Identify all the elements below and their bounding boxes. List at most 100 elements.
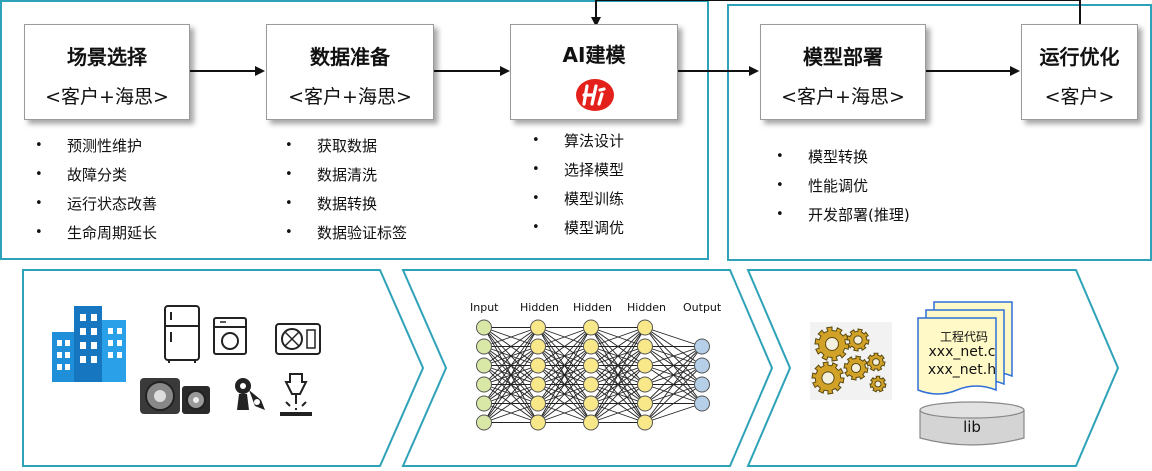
gear-hub — [874, 380, 882, 388]
list-item: 获取数据 — [285, 136, 407, 165]
nn-node — [637, 357, 653, 374]
list-item: 故障分类 — [35, 165, 157, 194]
nn-node — [583, 395, 599, 412]
stage-title: 数据准备 — [310, 45, 390, 69]
stage-box-optimize[interactable]: 运行优化 <客户> — [1021, 24, 1138, 120]
arrow-feedback-loop — [591, 0, 1081, 27]
list-item: 运行状态改善 — [35, 194, 157, 223]
stage-list-deploy: 模型转换 性能调优 开发部署(推理) — [776, 147, 910, 234]
stage-list-data: 获取数据 数据清洗 数据转换 数据验证标签 — [285, 136, 407, 252]
nn-node — [694, 395, 710, 412]
stage-title: 运行优化 — [1039, 45, 1120, 69]
robot-arm-icon — [235, 378, 265, 410]
gear-hub — [821, 371, 835, 385]
gear-hub — [825, 337, 839, 351]
nn-node — [476, 414, 492, 431]
nn-node — [476, 319, 492, 336]
nn-edge — [537, 327, 592, 385]
nn-edge — [590, 327, 646, 385]
nn-node — [583, 357, 599, 374]
lib-label: lib — [963, 418, 981, 436]
stage-owner: <客户+海思> — [45, 86, 169, 108]
nn-node — [583, 376, 599, 393]
stage-title: 场景选择 — [67, 45, 147, 69]
nn-edge — [483, 327, 539, 385]
list-item: 数据转换 — [285, 194, 407, 223]
nn-layer-label: Input — [470, 301, 499, 314]
motor-icon — [140, 378, 210, 414]
nn-edge — [537, 346, 592, 423]
nn-edge — [537, 327, 592, 423]
code-file-label: 工程代码 — [939, 330, 988, 344]
nn-edge — [644, 346, 703, 404]
nn-edge — [483, 346, 539, 423]
nn-node — [530, 376, 546, 393]
washing-machine-icon — [213, 317, 247, 355]
stage-list-ai: 算法设计 选择模型 模型训练 模型调优 — [532, 131, 624, 247]
nn-edge — [644, 403, 703, 423]
nn-edge — [590, 365, 646, 423]
nn-node — [476, 338, 492, 355]
list-item: 预测性维护 — [35, 136, 157, 165]
hisilicon-logo-icon — [576, 79, 614, 111]
top-left-frame — [0, 0, 709, 260]
gear-hub — [850, 362, 862, 374]
code-file-label: xxx_net.c — [928, 344, 996, 360]
list-item: 算法设计 — [532, 131, 624, 160]
gear-hub — [872, 358, 880, 366]
nn-edge — [483, 327, 539, 404]
nn-node — [694, 376, 710, 393]
nn-node — [637, 395, 653, 412]
stage-title: 模型部署 — [803, 45, 883, 69]
air-conditioner-outdoor-icon — [275, 323, 321, 355]
list-item: 模型转换 — [776, 147, 910, 176]
list-item: 选择模型 — [532, 160, 624, 189]
nn-edge — [590, 384, 646, 423]
stage-list-scene: 预测性维护 故障分类 运行状态改善 生命周期延长 — [35, 136, 157, 252]
nn-edge — [537, 365, 592, 423]
stage-box-deploy[interactable]: 模型部署 <客户+海思> — [760, 24, 926, 120]
nn-edge — [537, 327, 592, 404]
nn-node — [583, 414, 599, 431]
top-right-frame — [727, 4, 1152, 261]
stage-owner: <客户> — [1044, 86, 1115, 108]
stage-box-scene[interactable]: 场景选择 <客户+海思> — [24, 24, 190, 120]
list-item: 开发部署(推理) — [776, 205, 910, 234]
nn-node — [530, 338, 546, 355]
nn-edge — [483, 365, 539, 423]
nn-node — [637, 319, 653, 336]
stage-title: AI建模 — [562, 43, 626, 67]
stage-box-ai[interactable]: AI建模 — [510, 24, 678, 120]
nn-edge — [590, 346, 646, 423]
building-icon — [52, 306, 126, 382]
stage-box-data[interactable]: 数据准备 <客户+海思> — [266, 24, 434, 120]
nn-layer-label: Hidden — [573, 301, 613, 314]
library-cylinder-icon — [919, 401, 1025, 446]
list-item: 性能调优 — [776, 176, 910, 205]
nn-node — [694, 357, 710, 374]
neural-network-diagram — [476, 319, 710, 431]
nn-layer-label: Output — [683, 301, 722, 314]
laser-cutter-icon — [280, 373, 312, 416]
nn-edge — [590, 403, 646, 423]
nn-edge — [644, 384, 703, 423]
chevron-panel-scene — [22, 269, 425, 467]
nn-edge — [537, 327, 592, 366]
nn-edge — [644, 346, 703, 366]
nn-edge — [537, 403, 592, 423]
nn-edge — [590, 327, 646, 366]
nn-layer-label: Hidden — [627, 301, 667, 314]
nn-edge — [483, 403, 539, 423]
document-stack-icon — [917, 301, 1013, 395]
list-item: 模型训练 — [532, 189, 624, 218]
nn-node — [583, 319, 599, 336]
list-item: 数据验证标签 — [285, 223, 407, 252]
nn-edge — [537, 384, 592, 423]
nn-edge — [483, 327, 539, 366]
nn-edge — [590, 327, 646, 423]
list-item: 生命周期延长 — [35, 223, 157, 252]
nn-node — [583, 338, 599, 355]
nn-edge — [644, 327, 703, 347]
refrigerator-icon — [164, 305, 200, 363]
nn-edge — [590, 327, 646, 404]
